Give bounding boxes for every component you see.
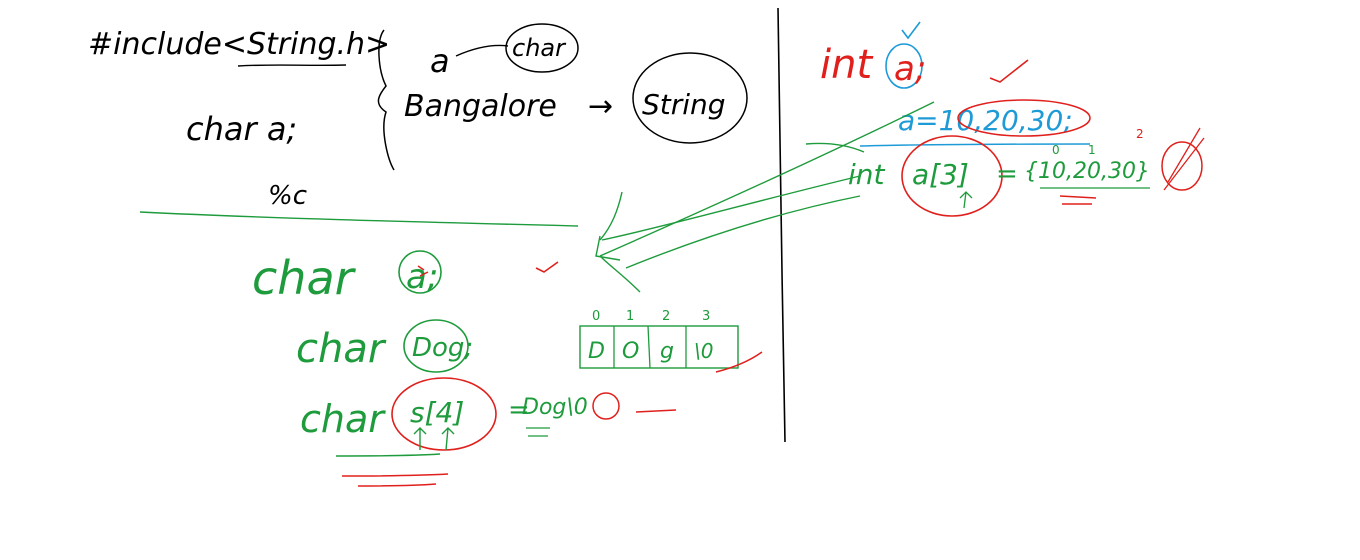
a-label: a [430, 42, 450, 80]
array-index-1: 1 [626, 309, 634, 324]
a-semicolon-text: a; [406, 257, 438, 297]
brace-red-circle [1161, 141, 1203, 191]
char-circled-text: char [512, 34, 567, 62]
char-s-keyword: char [300, 397, 386, 441]
array-cell-0: D [588, 339, 605, 364]
vertical-divider-line [777, 7, 786, 443]
char-circle [505, 23, 579, 73]
small-index-1: 1 [1088, 143, 1096, 157]
array-red-underline [715, 351, 763, 373]
int-a-keyword: int [820, 42, 873, 88]
brace-values-text: {10,20,30} [1024, 159, 1150, 184]
s-equals: = [508, 395, 530, 425]
char-decl-text: char a; [186, 110, 297, 148]
array-cell-1: O [622, 339, 639, 364]
green-connector-4 [805, 142, 865, 153]
green-tail [599, 191, 641, 293]
array-index-3: 3 [702, 309, 710, 324]
include-text: #include<String.h> [88, 27, 390, 62]
array-divider-2 [647, 325, 651, 369]
a-values-text: a=10,20,30; [898, 104, 1073, 137]
dog-zero-green-ticks [526, 427, 550, 437]
dog-text: Dog; [412, 333, 473, 363]
array-index-2: 2 [662, 309, 670, 324]
checkmark-2 [989, 59, 1029, 83]
green-arrowhead [595, 235, 621, 261]
char-a-keyword: char [252, 251, 357, 305]
a3-arrow [959, 191, 973, 209]
a-connector-line [455, 44, 509, 57]
blue-checkmark [901, 21, 921, 40]
array-index-0: 0 [592, 309, 600, 324]
small-index-2: 2 [1136, 127, 1144, 141]
a-red-mark [417, 265, 429, 277]
string-circled-text: String [642, 88, 726, 121]
a-values-red-circle [957, 99, 1091, 137]
red-underline-bottom-2 [357, 483, 437, 487]
blue-underline [859, 143, 1091, 147]
int-equals: = [996, 159, 1018, 189]
small-index-0: 0 [1052, 143, 1060, 157]
string-circle [632, 52, 748, 144]
dog-zero-text: Dog\0 [522, 395, 588, 420]
char-dog-keyword: char [296, 326, 387, 372]
brace-strike [1163, 127, 1205, 191]
green-connector-3 [625, 195, 861, 269]
int-decl-keyword: int [848, 158, 886, 191]
a3-red-circle [901, 135, 1003, 217]
null-char-circle [592, 392, 620, 420]
bangalore-text: Bangalore [404, 89, 557, 124]
a-circle [398, 250, 442, 294]
format-specifier-text: %c [268, 181, 307, 211]
s-index-circle [391, 377, 497, 451]
green-underline-bottom [335, 453, 441, 457]
a-circled-right: a; [894, 49, 926, 89]
dog-zero-red-underline [635, 409, 677, 413]
a-blue-circle [885, 43, 923, 89]
a3-text: a[3] [912, 158, 969, 191]
right-arrow: → [588, 89, 613, 124]
string-underline [237, 64, 347, 67]
curly-brace [377, 29, 395, 171]
array-cell-3: \0 [694, 339, 713, 363]
s-index-arrows [413, 427, 455, 451]
green-connector-2 [599, 101, 935, 257]
red-underline-bottom-1 [341, 473, 449, 477]
dog-circle [403, 319, 469, 373]
checkmark-1 [535, 261, 559, 273]
green-separator-line [139, 211, 579, 227]
array-outline [579, 325, 739, 369]
values-red-underline [1059, 195, 1097, 205]
char-array-diagram: 0 1 2 3 D O g \0 [579, 309, 739, 369]
array-cell-2: g [660, 339, 674, 364]
s-index-text: s[4] [410, 396, 464, 429]
green-connector-1 [601, 175, 861, 241]
